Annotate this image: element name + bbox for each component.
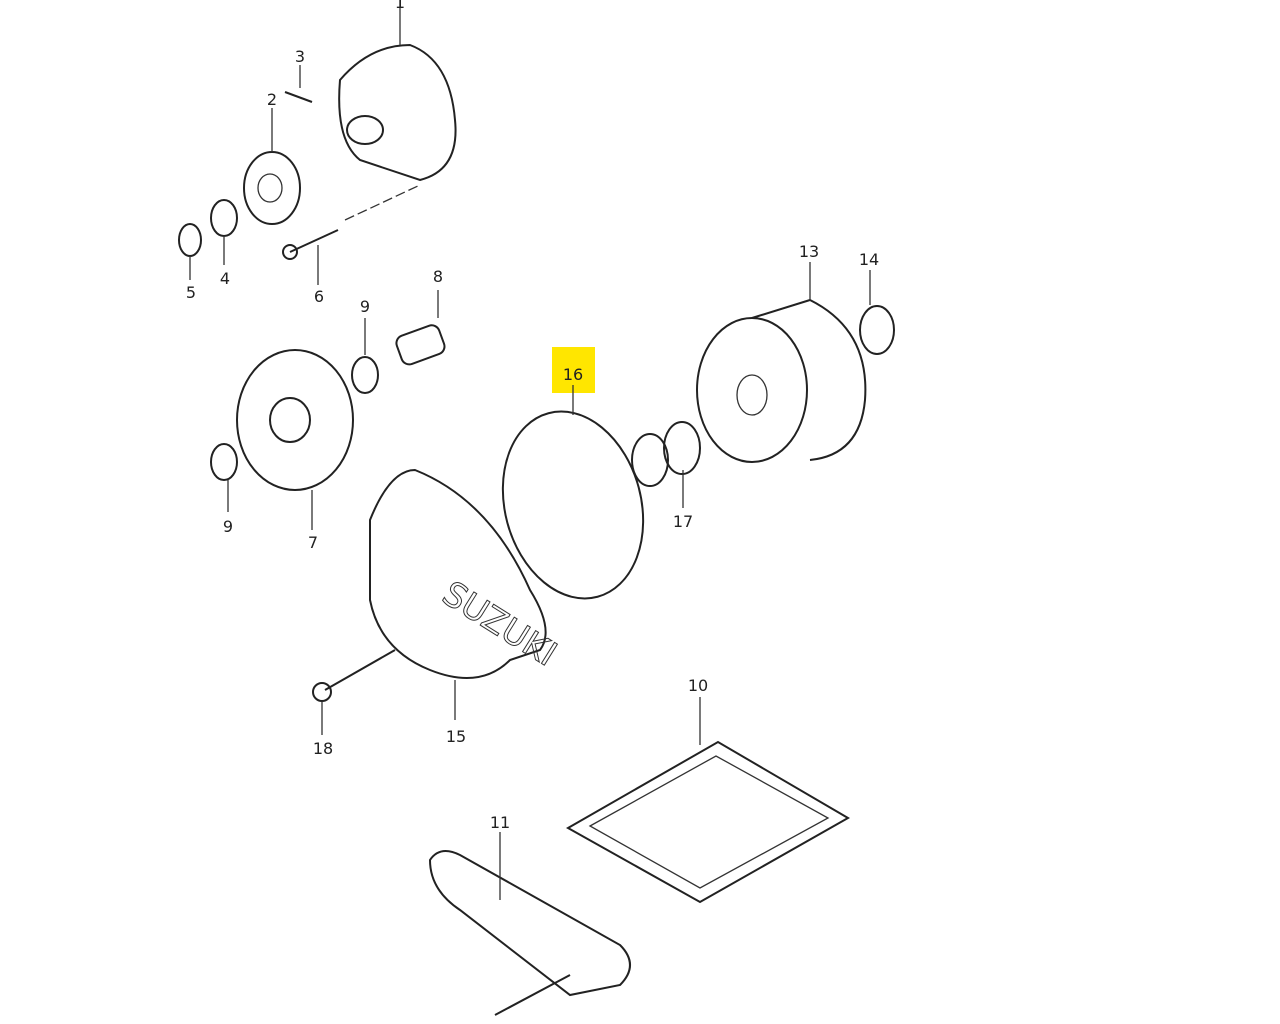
label-18: 18: [313, 739, 333, 758]
label-9-lower: 9: [223, 517, 233, 536]
label-13: 13: [799, 242, 819, 261]
part-6-screw: [282, 229, 339, 285]
part-1-pump-housing: [338, 0, 457, 221]
part-2-gear: [243, 108, 301, 225]
label-5: 5: [186, 283, 196, 302]
label-4: 4: [220, 269, 230, 288]
label-16: 16: [563, 365, 583, 384]
part-15-cover: SUZUKI: [369, 468, 564, 720]
part-7-gear: [236, 349, 354, 530]
part-13-oil-filter: [696, 262, 867, 463]
part-14-o-ring: [859, 270, 895, 355]
part-9-circlip-lower: [210, 443, 238, 512]
part-8-shaft: [395, 290, 446, 366]
label-10: 10: [688, 676, 708, 695]
part-10-strainer: [565, 697, 851, 904]
part-17-spring: [631, 421, 701, 508]
label-2: 2: [267, 90, 277, 109]
label-1: 1: [395, 0, 405, 12]
part-18-bolt: [312, 649, 396, 735]
label-15: 15: [446, 727, 466, 746]
part-9-circlip-upper: [351, 318, 379, 394]
part-4-washer: [210, 199, 238, 265]
label-14: 14: [859, 250, 879, 269]
label-9-upper: 9: [360, 297, 370, 316]
part-5-circlip: [178, 223, 202, 280]
label-6: 6: [314, 287, 324, 306]
label-7: 7: [308, 533, 318, 552]
part-11-plate: [428, 832, 631, 1016]
label-3: 3: [295, 47, 305, 66]
part-3-pin: [284, 65, 313, 103]
label-17: 17: [673, 512, 693, 531]
label-11: 11: [490, 813, 510, 832]
part-16-o-ring: [501, 385, 645, 600]
label-8: 8: [433, 267, 443, 286]
